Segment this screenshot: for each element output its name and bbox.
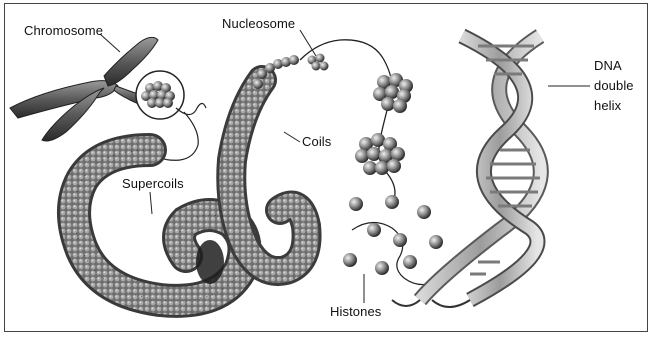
dna-label-line-1: DNA: [594, 56, 634, 76]
coil-shape: [231, 55, 306, 271]
magnification-circle: [136, 71, 206, 119]
chromosome-label: Chromosome: [24, 23, 103, 39]
dna-double-helix-label: DNA double helix: [594, 56, 634, 116]
dna-label-line-3: helix: [594, 96, 634, 116]
histones-label: Histones: [330, 304, 381, 320]
nucleosome-chain: [300, 40, 413, 200]
dna-label-line-2: double: [594, 76, 634, 96]
coils-label: Coils: [302, 134, 331, 150]
nucleosome-label: Nucleosome: [222, 16, 295, 32]
supercoils-label: Supercoils: [122, 176, 184, 192]
